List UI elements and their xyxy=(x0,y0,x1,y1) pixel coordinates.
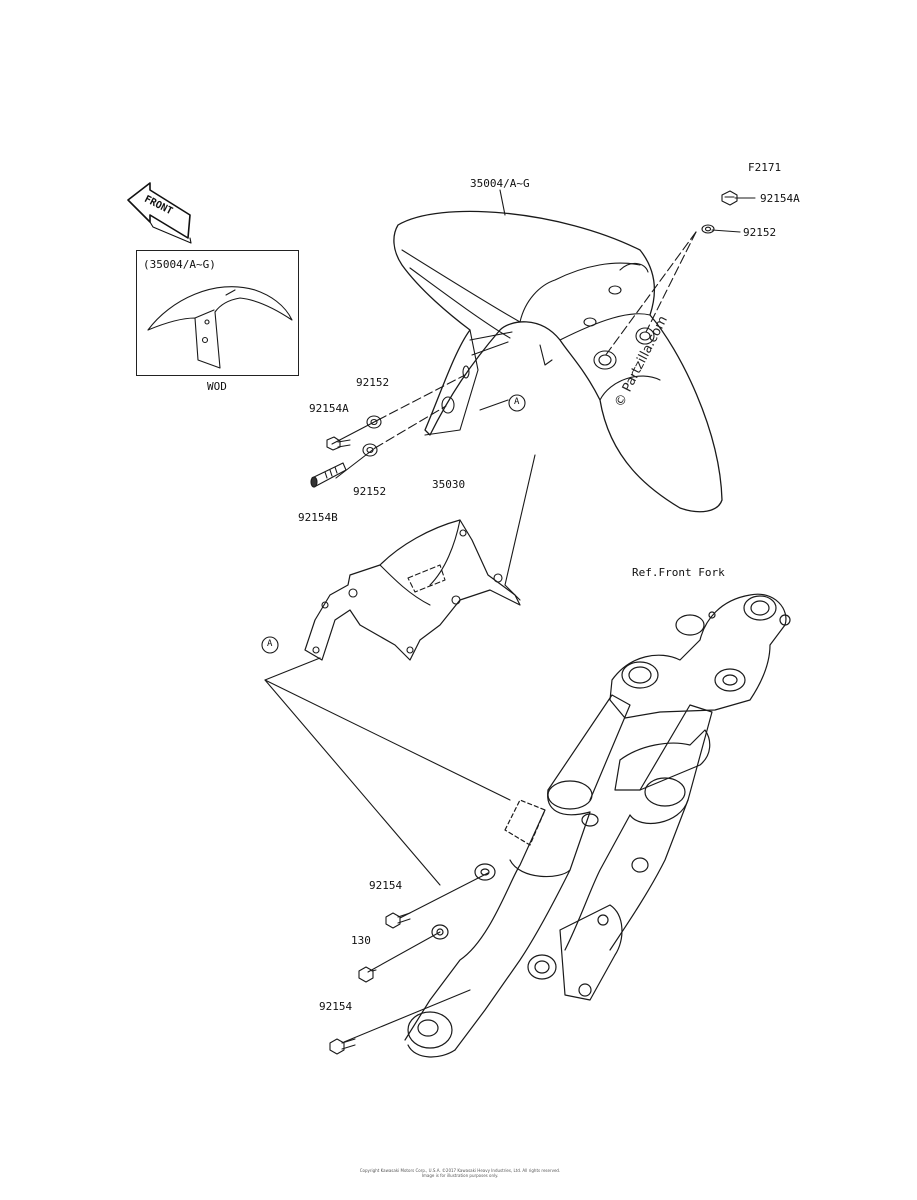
front-fender-part xyxy=(393,210,723,513)
inset-fender-variant xyxy=(147,286,293,369)
hardware-lower xyxy=(329,912,411,1055)
callout-a-lower-label: A xyxy=(267,639,273,649)
leader-lines xyxy=(264,189,756,1043)
part-label-92152-left-lower: 92152 xyxy=(353,485,387,498)
part-label-92152-top: 92152 xyxy=(743,226,777,239)
callout-a-upper-label: A xyxy=(514,397,520,407)
part-label-92154a-top: 92154A xyxy=(760,192,800,205)
part-label-92152-left-upper: 92152 xyxy=(356,376,390,389)
part-label-92154-lower-1: 92154 xyxy=(369,879,403,892)
callout-a-upper-circle xyxy=(508,394,526,412)
page-code-label: F2171 xyxy=(748,161,782,174)
part-label-92154b: 92154B xyxy=(298,511,338,524)
part-label-35030: 35030 xyxy=(432,478,466,491)
hardware-left xyxy=(310,415,382,488)
footer-line-1: Copyright Kawasaki Motors Corp., U.S.A. … xyxy=(359,1168,561,1173)
inset-header-label: (35004/A~G) xyxy=(143,258,216,271)
callout-a-lower-circle xyxy=(261,636,279,654)
front-arrow-icon xyxy=(127,182,192,244)
part-label-92154-lower-2: 92154 xyxy=(319,1000,353,1013)
footer-copyright: Copyright Kawasaki Motors Corp., U.S.A. … xyxy=(300,1168,620,1178)
rear-fender-part xyxy=(304,519,521,661)
inset-caption-label: WOD xyxy=(207,380,227,393)
part-label-92154a-left: 92154A xyxy=(309,402,349,415)
ref-front-fork-label: Ref.Front Fork xyxy=(632,566,725,579)
part-label-130: 130 xyxy=(351,934,371,947)
bolt-washer-top-right xyxy=(701,190,738,234)
part-label-35004: 35004/A~G xyxy=(470,177,530,190)
footer-line-2: Image is for illustration purposes only. xyxy=(421,1173,499,1178)
front-fork-assembly xyxy=(404,593,791,1058)
inset-box xyxy=(136,250,299,376)
